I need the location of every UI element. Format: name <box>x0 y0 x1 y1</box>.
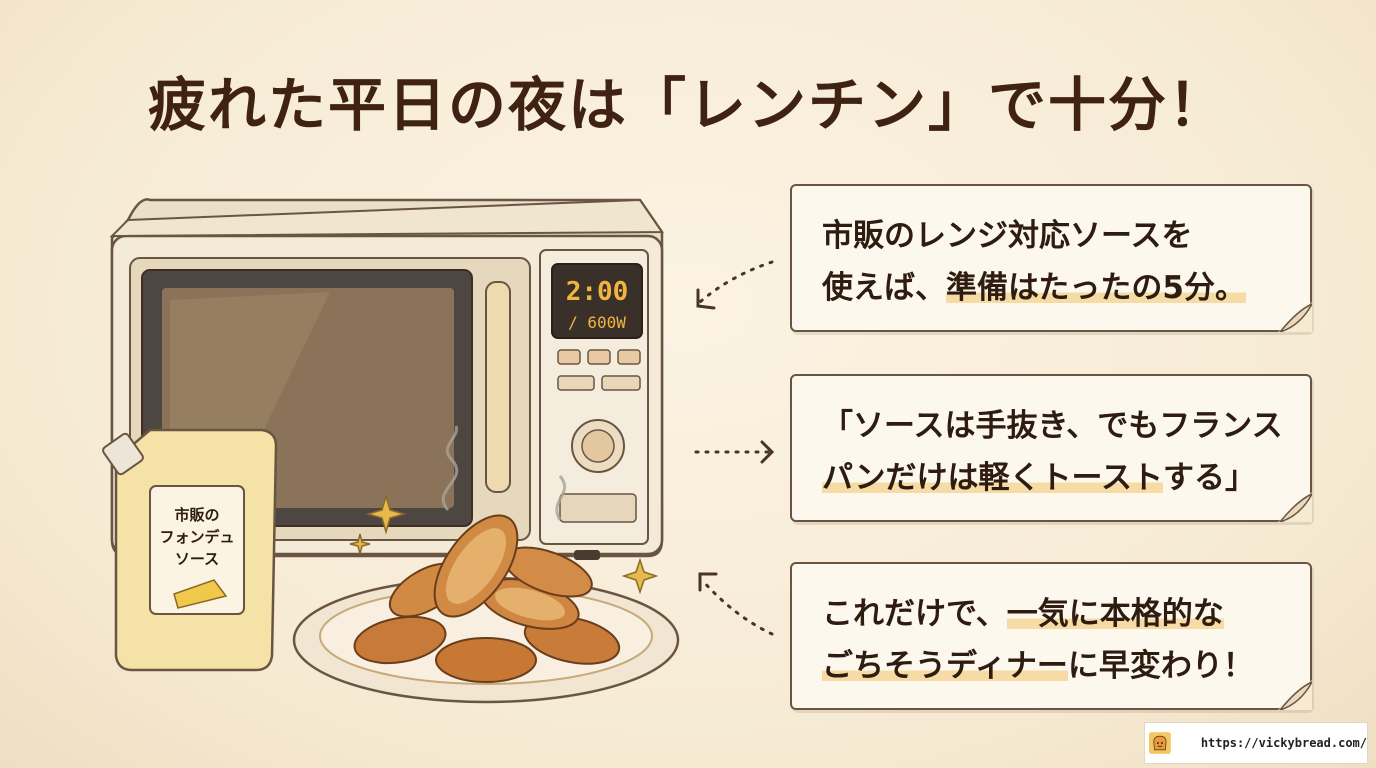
info-card-3: これだけで、一気に本格的な ごちそうディナーに早変わり！ <box>790 562 1312 710</box>
card-2-text-post: する」 <box>1163 460 1256 496</box>
card-2-line1: 「ソースは手抜き、でもフランス <box>822 400 1286 452</box>
pouch-label-line2: フォンデュ <box>159 528 234 546</box>
toasted-bread <box>353 514 621 683</box>
page-title: 疲れた平日の夜は「レンチン」で十分！ <box>147 71 1228 139</box>
card-3-line2: ごちそうディナーに早変わり！ <box>822 640 1286 692</box>
card-1-text-pre: 使えば、 <box>822 270 946 306</box>
bread-logo-icon <box>1149 732 1171 754</box>
card-3-line1: これだけで、一気に本格的な <box>822 588 1286 640</box>
card-1-line1: 市販のレンジ対応ソースを <box>822 210 1286 262</box>
card-2-text-pre: 「ソースは手抜き、 <box>822 408 1098 444</box>
arrowhead-icon <box>696 288 775 592</box>
arrow-icon <box>694 260 774 636</box>
page-curl <box>1278 492 1312 522</box>
page-curl <box>1278 680 1312 710</box>
steam-icon <box>441 425 567 521</box>
card-3-highlight-2: ごちそうディナー <box>822 648 1068 684</box>
info-card-1: 市販のレンジ対応ソースを 使えば、準備はたったの5分。 <box>790 184 1312 332</box>
site-url-link[interactable]: https://vickybread.com/ <box>1200 736 1367 750</box>
card-2-text: でもフランス <box>1097 408 1283 444</box>
card-1-line2: 使えば、準備はたったの5分。 <box>822 262 1286 314</box>
microwave-timer: 2:00 <box>566 277 629 307</box>
card-3-highlight-1: 一気に本格的な <box>1006 596 1224 632</box>
sauce-pouch <box>102 428 278 672</box>
site-credit[interactable]: https://vickybread.com/ <box>1144 722 1368 764</box>
card-2-highlight: パンだけは軽くトースト <box>822 460 1163 496</box>
pouch-label-line3: ソース <box>175 550 219 568</box>
page-curl <box>1278 302 1312 332</box>
card-3-text-post: に早変わり！ <box>1067 648 1254 684</box>
microwave-power: / 600W <box>568 313 626 332</box>
pouch-label-line1: 市販の <box>174 506 219 524</box>
card-1-text: 市販のレンジ対応ソースを <box>822 218 1193 254</box>
card-3-text-pre: これだけで、 <box>822 596 1007 632</box>
card-2-line2: パンだけは軽くトーストする」 <box>822 452 1286 504</box>
sparkle-icon <box>349 493 659 595</box>
card-1-highlight: 準備はたったの5分。 <box>946 270 1246 306</box>
info-card-2: 「ソースは手抜き、でもフランス パンだけは軽くトーストする」 <box>790 374 1312 522</box>
